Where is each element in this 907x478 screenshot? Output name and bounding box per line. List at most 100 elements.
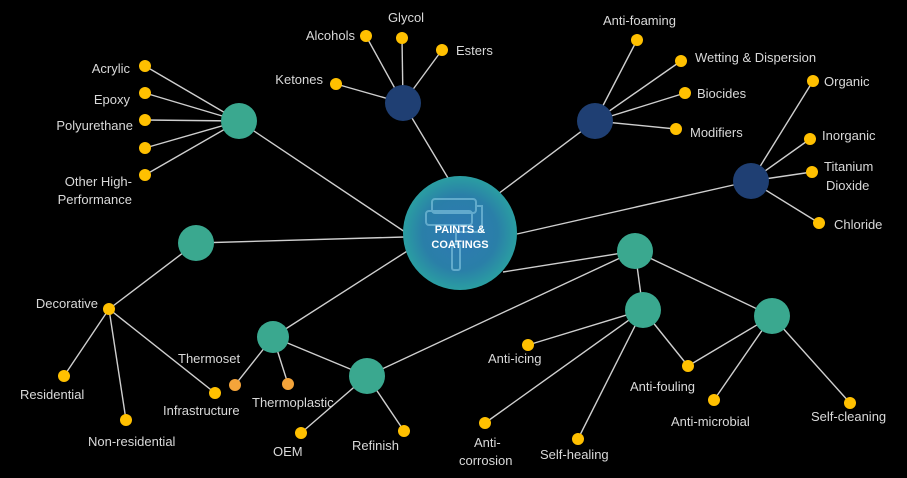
leaf-anti-foaming[interactable] xyxy=(631,34,643,46)
hub-pigments[interactable] xyxy=(733,163,769,199)
edge-center-resins xyxy=(238,120,406,233)
leaf-wetting-dispersion[interactable] xyxy=(675,55,687,67)
label-self-healing: Self-healing xyxy=(540,447,609,462)
hub-functional[interactable] xyxy=(617,233,653,269)
leaf-anti-microbial[interactable] xyxy=(708,394,720,406)
leaf-other-high-performance[interactable] xyxy=(139,169,151,181)
edge-center-additives xyxy=(497,120,596,195)
edge-center-technology xyxy=(272,247,413,338)
leaf-anti-fouling[interactable] xyxy=(682,360,694,372)
edge-pigments-organic xyxy=(750,80,814,182)
leaf-titanium-dioxide[interactable] xyxy=(806,166,818,178)
leaf-residential[interactable] xyxy=(58,370,70,382)
label-polyurethane: Polyurethane xyxy=(56,118,133,133)
label-infrastructure: Infrastructure xyxy=(163,403,240,418)
leaf-organic[interactable] xyxy=(807,75,819,87)
edge-decorative-infrastructure xyxy=(108,308,216,394)
label-oem: OEM xyxy=(273,444,303,459)
label-thermoplastic: Thermoplastic xyxy=(252,395,334,410)
leaf-chloride[interactable] xyxy=(813,217,825,229)
hub-technology[interactable] xyxy=(257,321,289,353)
leaf-glycol[interactable] xyxy=(396,32,408,44)
hub-nodes xyxy=(178,85,790,394)
label-anti-foaming: Anti-foaming xyxy=(603,13,676,28)
label-inorganic: Inorganic xyxy=(822,128,876,143)
label-thermoset: Thermoset xyxy=(178,351,241,366)
edge-endusers-functional2 xyxy=(366,250,636,377)
leaf-self-healing[interactable] xyxy=(572,433,584,445)
labels: Alcohols Glycol Esters Ketones Acrylic E… xyxy=(20,10,886,468)
leaf-decorative[interactable] xyxy=(103,303,115,315)
leaf-epoxy[interactable] xyxy=(139,87,151,99)
leaf-blank[interactable] xyxy=(139,142,151,154)
label-self-cleaning: Self-cleaning xyxy=(811,409,886,424)
label-organic: Organic xyxy=(824,74,870,89)
label-other-high-2: Performance xyxy=(58,192,132,207)
center-label-line1: PAINTS & xyxy=(435,224,486,236)
leaf-refinish[interactable] xyxy=(398,425,410,437)
label-acrylic: Acrylic xyxy=(92,61,131,76)
label-modifiers: Modifiers xyxy=(690,125,743,140)
hub-functional-b[interactable] xyxy=(754,298,790,334)
label-titanium-2: Dioxide xyxy=(826,178,869,193)
label-anti-corrosion-1: Anti- xyxy=(474,435,501,450)
hub-end-users[interactable] xyxy=(349,358,385,394)
edge-center-functional xyxy=(502,250,636,273)
paint-roller-icon xyxy=(425,198,483,271)
leaf-anti-icing[interactable] xyxy=(522,339,534,351)
edge-decorative-residential xyxy=(63,308,110,377)
label-chloride: Chloride xyxy=(834,217,882,232)
leaf-acrylic[interactable] xyxy=(139,60,151,72)
edge-hubA-antiicing xyxy=(527,309,644,346)
label-decorative: Decorative xyxy=(36,296,98,311)
label-ketones: Ketones xyxy=(275,72,323,87)
leaf-inorganic[interactable] xyxy=(804,133,816,145)
leaf-thermoset[interactable] xyxy=(229,379,241,391)
label-biocides: Biocides xyxy=(697,86,747,101)
leaf-biocides[interactable] xyxy=(679,87,691,99)
leaf-anti-corrosion[interactable] xyxy=(479,417,491,429)
leaf-polyurethane[interactable] xyxy=(139,114,151,126)
label-anti-microbial: Anti-microbial xyxy=(671,414,750,429)
label-alcohols: Alcohols xyxy=(306,28,356,43)
edge-hubA-anticorrosion xyxy=(484,309,644,424)
leaf-non-residential[interactable] xyxy=(120,414,132,426)
leaf-alcohols[interactable] xyxy=(360,30,372,42)
leaf-esters[interactable] xyxy=(436,44,448,56)
leaf-ketones[interactable] xyxy=(330,78,342,90)
label-anti-corrosion-2: corrosion xyxy=(459,453,512,468)
label-refinish: Refinish xyxy=(352,438,399,453)
hub-additives[interactable] xyxy=(577,103,613,139)
edge-resins-other xyxy=(144,120,240,176)
center-node[interactable]: PAINTS & COATINGS xyxy=(403,176,517,290)
label-anti-icing: Anti-icing xyxy=(488,351,541,366)
hub-resins[interactable] xyxy=(221,103,257,139)
label-residential: Residential xyxy=(20,387,84,402)
hub-applications[interactable] xyxy=(178,225,214,261)
leaf-thermoplastic[interactable] xyxy=(282,378,294,390)
edge-center-applications xyxy=(195,236,405,244)
hub-functional-a[interactable] xyxy=(625,292,661,328)
label-non-residential: Non-residential xyxy=(88,434,176,449)
label-epoxy: Epoxy xyxy=(94,92,131,107)
leaf-modifiers[interactable] xyxy=(670,123,682,135)
edges xyxy=(63,35,851,440)
edge-functional-hubB xyxy=(634,250,773,317)
edge-hubB-selfcleaning xyxy=(771,315,851,404)
label-wetting-dispersion: Wetting & Dispersion xyxy=(695,50,816,65)
hub-solvents[interactable] xyxy=(385,85,421,121)
label-anti-fouling: Anti-fouling xyxy=(630,379,695,394)
label-titanium-1: Titanium xyxy=(824,159,873,174)
edge-center-pigments xyxy=(516,180,752,235)
label-other-high-1: Other High- xyxy=(65,174,132,189)
edge-decorative-nonresidential xyxy=(108,308,127,421)
leaf-infrastructure[interactable] xyxy=(209,387,221,399)
label-esters: Esters xyxy=(456,43,493,58)
leaf-oem[interactable] xyxy=(295,427,307,439)
label-glycol: Glycol xyxy=(388,10,424,25)
leaf-self-cleaning[interactable] xyxy=(844,397,856,409)
edge-applications-decorative xyxy=(108,242,197,310)
leaf-nodes xyxy=(58,30,856,445)
